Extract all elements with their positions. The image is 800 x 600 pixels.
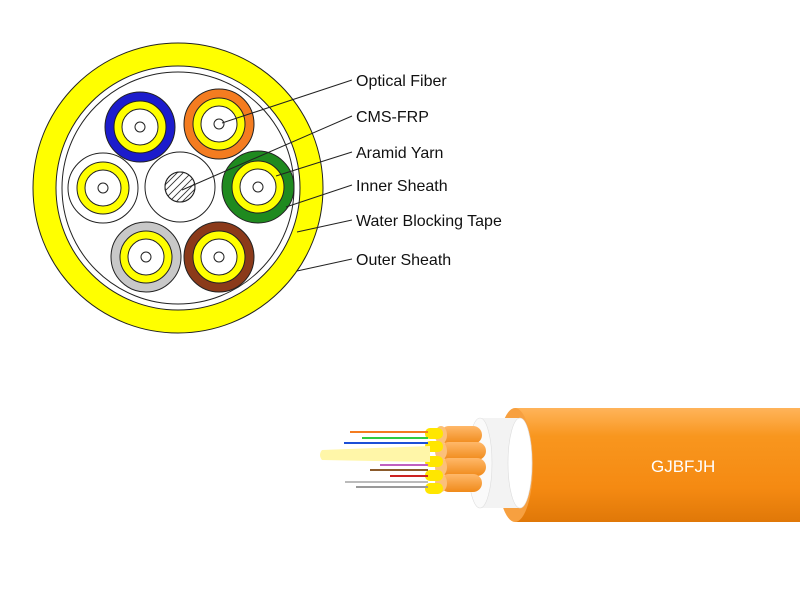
cms-frp-center: [144, 151, 216, 223]
label-water-blocking-tape: Water Blocking Tape: [356, 213, 502, 230]
subunit-grey: [110, 221, 182, 293]
leader-water-blocking-tape: [296, 219, 353, 233]
cable-marking: GJBFJH: [651, 457, 715, 476]
subunit-brown: [183, 221, 255, 293]
subunit-green: [221, 150, 295, 224]
leader-inner-sheath: [285, 184, 353, 208]
cable-jacket: [506, 408, 800, 522]
cable-subunits: [435, 426, 486, 492]
leader-lines: [181, 79, 353, 272]
label-aramid-yarn: Aramid Yarn: [356, 145, 443, 162]
leader-cms-frp: [181, 115, 353, 191]
subunit-white: [67, 152, 139, 224]
label-optical-fiber: Optical Fiber: [356, 73, 447, 90]
leader-aramid-yarn: [275, 151, 353, 177]
labels: Optical Fiber CMS-FRP Aramid Yarn Inner …: [356, 73, 502, 269]
subunit-blue: [104, 91, 176, 163]
label-cms-frp: CMS-FRP: [356, 109, 429, 126]
label-outer-sheath: Outer Sheath: [356, 252, 451, 269]
leader-outer-sheath: [296, 258, 353, 272]
cable-3d: GJBFJH: [320, 408, 800, 522]
cable-aramid-yarn: [320, 446, 430, 462]
leader-optical-fiber: [221, 79, 353, 124]
cable-fibers: [344, 431, 428, 488]
subunit-orange: [183, 88, 255, 160]
label-inner-sheath: Inner Sheath: [356, 178, 448, 195]
cross-section: [32, 42, 324, 334]
